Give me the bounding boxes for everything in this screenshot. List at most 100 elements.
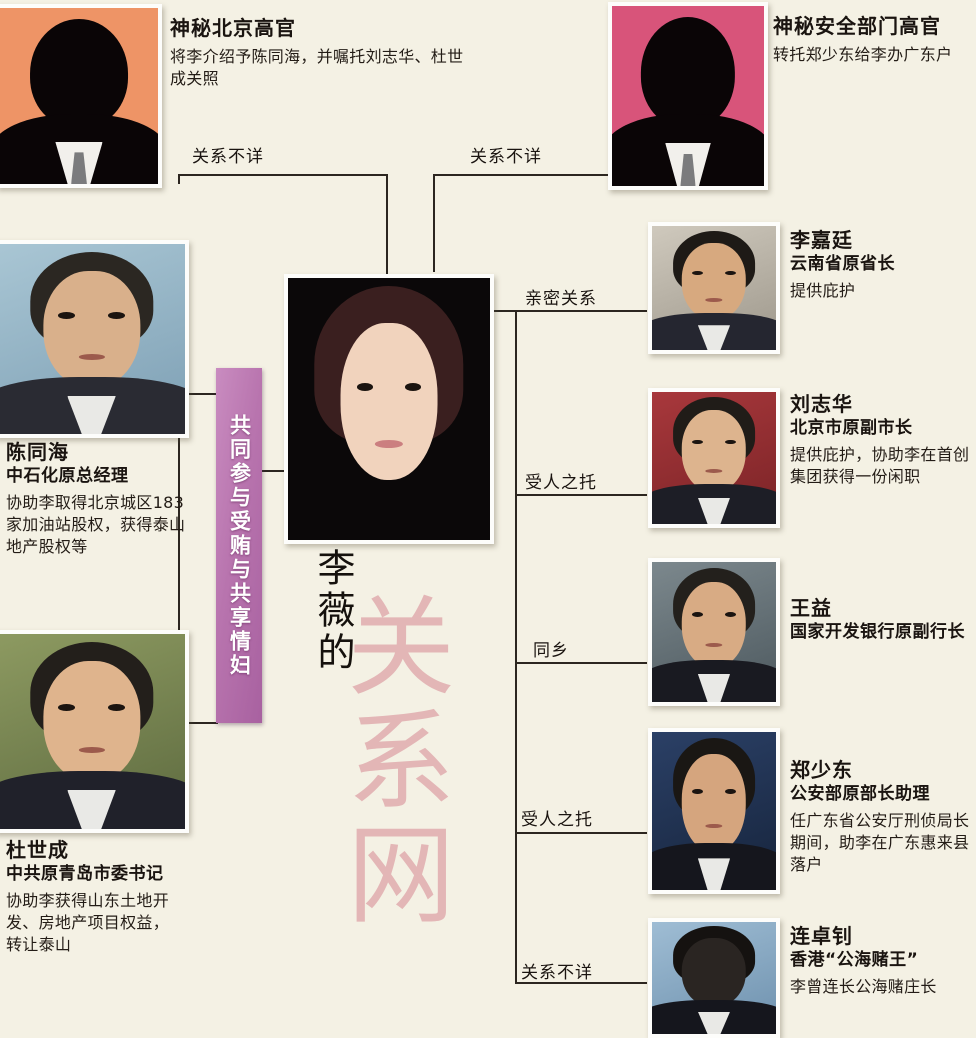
- portrait-avatar: [0, 634, 185, 829]
- photo-du-shicheng[interactable]: [0, 630, 189, 833]
- node-name: 连卓钊: [790, 924, 853, 948]
- node-text-wang-yi: 王益 国家开发银行原副行长: [790, 596, 976, 648]
- node-title: 中共原青岛市委书记: [6, 864, 164, 884]
- photo-li-jiating[interactable]: [648, 222, 780, 354]
- node-text-mystery-beijing-official: 神秘北京高官 将李介绍予陈同海，并嘱托刘志华、杜世成关照: [170, 16, 470, 90]
- connector-line: [433, 174, 633, 176]
- node-desc: 提供庇护: [790, 281, 856, 301]
- node-text-chen-tonghai: 陈同海 中石化原总经理 协助李取得北京城区183家加油站股权，获得泰山地产股权等: [6, 440, 186, 558]
- edge-label-liu-zhihua: 受人之托: [525, 473, 597, 493]
- portrait-avatar: [652, 392, 776, 524]
- connector-line: [178, 174, 180, 184]
- silhouette-avatar: [612, 6, 764, 186]
- portrait-mouth: [374, 440, 404, 449]
- node-text-liu-zhihua: 刘志华 北京市原副市长 提供庇护，协助李在首创集团获得一份闲职: [790, 392, 976, 488]
- photo-liu-zhihua[interactable]: [648, 388, 780, 528]
- portrait-face: [42, 270, 141, 389]
- node-title: 公安部原部长助理: [790, 784, 930, 804]
- photo-wang-yi[interactable]: [648, 558, 780, 706]
- center-title: 关系网: [329, 590, 455, 932]
- node-desc: 协助李取得北京城区183家加油站股权，获得泰山地产股权等: [6, 493, 186, 557]
- node-text-lian-zhuozhao: 连卓钊 香港“公海赌王” 李曾连长公海赌庄长: [790, 924, 976, 998]
- photo-li-wei-center[interactable]: [284, 274, 494, 544]
- portrait-eye-left: [691, 270, 703, 275]
- portrait-face: [681, 410, 747, 493]
- portrait-avatar: [288, 278, 490, 540]
- silhouette-avatar: [0, 8, 158, 184]
- photo-zheng-shaodong[interactable]: [648, 728, 780, 894]
- node-title: 国家开发银行原副行长: [790, 622, 965, 642]
- portrait-avatar: [652, 732, 776, 890]
- connector-line: [515, 832, 647, 834]
- connector-line: [515, 494, 647, 496]
- connector-line: [515, 310, 647, 312]
- portrait-mouth: [705, 643, 723, 648]
- edge-label-mystery-security: 关系不详: [470, 147, 542, 167]
- portrait-avatar: [652, 562, 776, 702]
- portrait-eye-right: [725, 788, 737, 795]
- node-desc: 将李介绍予陈同海，并嘱托刘志华、杜世成关照: [170, 47, 464, 89]
- portrait-mouth: [78, 354, 105, 360]
- portrait-face: [681, 937, 747, 1008]
- connector-line: [386, 174, 388, 206]
- silhouette-tie-icon: [71, 152, 87, 184]
- node-name: 王益: [790, 596, 832, 620]
- portrait-mouth: [78, 747, 105, 753]
- connector-line: [433, 174, 435, 272]
- photo-chen-tonghai[interactable]: [0, 240, 189, 438]
- connector-line: [386, 205, 388, 280]
- portrait-eye-left: [356, 382, 373, 391]
- portrait-face: [681, 243, 747, 321]
- center-banner-label: 共同参与受贿与共享情妇: [227, 413, 252, 678]
- portrait-face: [340, 322, 438, 480]
- node-title: 中石化原总经理: [6, 466, 129, 486]
- photo-lian-zhuozhao[interactable]: [648, 918, 780, 1038]
- node-text-zheng-shaodong: 郑少东 公安部原部长助理 任广东省公安厅刑侦局长期间，助李在广东惠来县落户: [790, 758, 976, 876]
- portrait-avatar: [652, 922, 776, 1034]
- node-desc: 提供庇护，协助李在首创集团获得一份闲职: [790, 445, 970, 487]
- center-banner: 共同参与受贿与共享情妇: [216, 368, 262, 723]
- portrait-eye-left: [691, 788, 703, 795]
- portrait-eye-right: [108, 704, 126, 711]
- node-title: 北京市原副市长: [790, 418, 913, 438]
- edge-label-li-jiating: 亲密关系: [525, 289, 597, 309]
- portrait-mouth: [705, 823, 723, 829]
- portrait-eye-right: [725, 270, 737, 275]
- portrait-eye-right: [725, 612, 737, 618]
- portrait-eye-left: [691, 612, 703, 618]
- portrait-avatar: [0, 244, 185, 434]
- node-name: 刘志华: [790, 392, 853, 416]
- portrait-eye-left: [57, 312, 75, 320]
- node-text-mystery-security-official: 神秘安全部门高官 转托郑少东给李办广东户: [773, 14, 976, 66]
- center-subject-name: 李薇的: [311, 548, 355, 674]
- edge-label-wang-yi: 同乡: [533, 641, 569, 661]
- portrait-eye-right: [405, 382, 422, 391]
- node-name: 神秘北京高官: [170, 16, 296, 40]
- node-desc: 李曾连长公海赌庄长: [790, 977, 937, 997]
- portrait-face: [681, 754, 747, 853]
- silhouette-head-icon: [30, 18, 128, 128]
- edge-label-mystery-beijing: 关系不详: [192, 147, 264, 167]
- node-title: 香港“公海赌王”: [790, 950, 919, 970]
- node-desc: 协助李获得山东土地开发、房地产项目权益，转让泰山: [6, 891, 170, 955]
- photo-mystery-security-official[interactable]: [608, 2, 768, 190]
- node-title: 云南省原省长: [790, 254, 895, 274]
- node-name: 李嘉廷: [790, 228, 853, 252]
- photo-mystery-beijing-official[interactable]: [0, 4, 162, 188]
- connector-line: [515, 310, 517, 982]
- portrait-eye-left: [691, 439, 703, 445]
- edge-label-zheng-shaodong: 受人之托: [521, 810, 593, 830]
- portrait-eye-left: [57, 704, 75, 711]
- connector-line: [178, 393, 218, 395]
- portrait-mouth: [705, 468, 723, 473]
- portrait-eye-right: [108, 312, 126, 320]
- silhouette-tie-icon: [680, 153, 696, 186]
- portrait-mouth: [705, 297, 723, 302]
- node-desc: 转托郑少东给李办广东户: [773, 45, 953, 64]
- portrait-avatar: [652, 226, 776, 350]
- connector-line: [178, 393, 180, 723]
- connector-line: [515, 982, 647, 984]
- connector-line: [178, 174, 388, 176]
- portrait-face: [681, 581, 747, 669]
- portrait-face: [42, 661, 141, 783]
